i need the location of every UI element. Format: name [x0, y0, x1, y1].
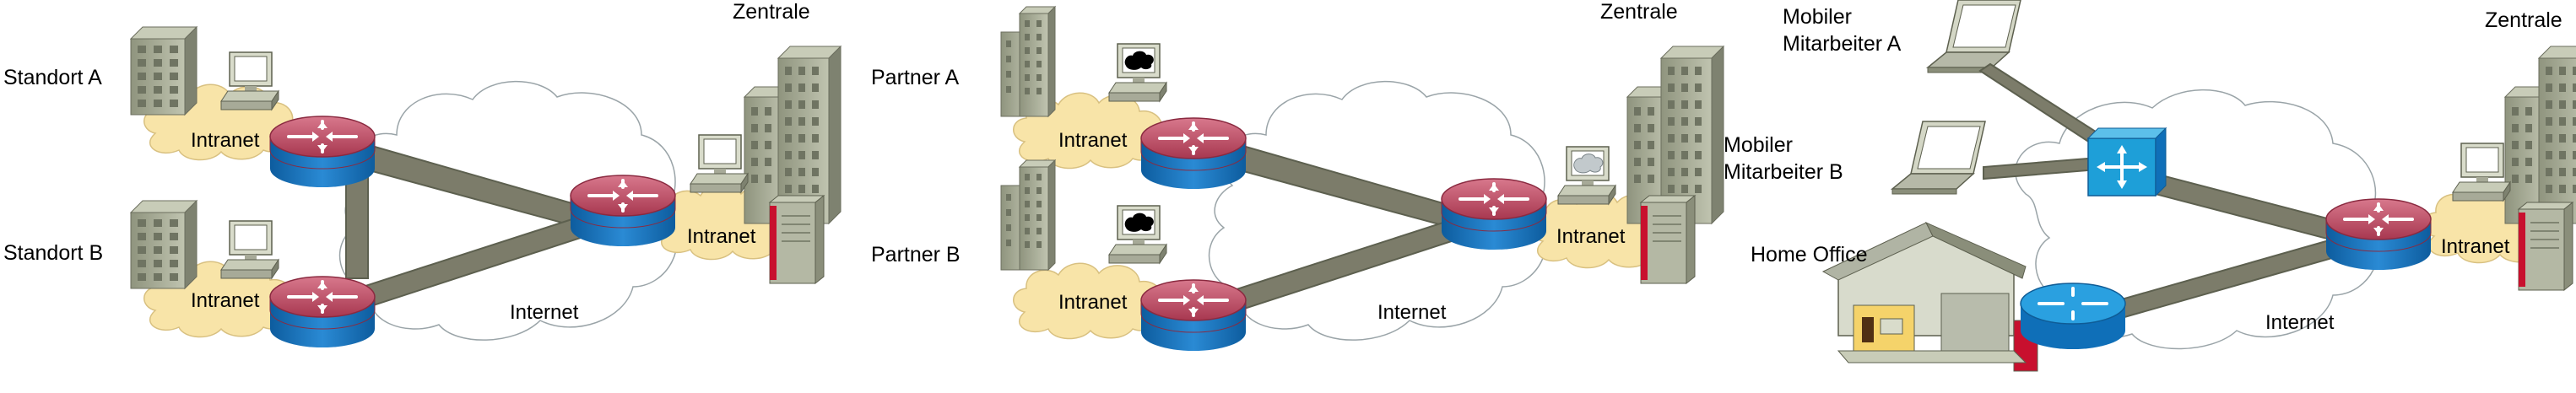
router-icon [1139, 116, 1247, 191]
zentrale-label: Zentrale [733, 0, 810, 24]
intranet-label: Intranet [191, 129, 260, 152]
panel-extranet: Zentrale Partner A Partner B Mobiler Mit… [871, 0, 1843, 353]
vpn-concentrator-icon [2086, 127, 2167, 197]
building-icon [1000, 6, 1056, 117]
router-icon [268, 275, 376, 349]
pc-dark-icon [1108, 205, 1167, 264]
pc-icon [220, 51, 279, 110]
mitarbeiter-b-label: Mitarbeiter B [1724, 160, 1843, 184]
partner-a-label: Partner A [871, 66, 960, 89]
vpn-tunnel [345, 168, 369, 279]
intranet-label: Intranet [1058, 291, 1128, 314]
panel-remote-access: Mobiler Mitarbeiter A Zentrale Home Offi… [1751, 0, 2576, 372]
intranet-label: Intranet [687, 225, 756, 248]
intranet-label: Intranet [2441, 235, 2510, 258]
router-icon [2324, 197, 2433, 272]
server-icon [1640, 195, 1696, 284]
server-icon [769, 195, 825, 284]
pc-icon [220, 220, 279, 279]
building-icon [1000, 159, 1056, 271]
zentrale-label: Zentrale [2485, 8, 2562, 32]
building-icon [130, 26, 198, 116]
internet-label: Internet [510, 301, 579, 324]
pc-icon [690, 134, 749, 193]
pc-dark-icon [1108, 43, 1167, 102]
mitarbeiter-a-label: Mitarbeiter A [1783, 32, 1902, 56]
laptop-icon [1891, 121, 1986, 195]
router-icon [2019, 282, 2127, 351]
laptop-icon [1927, 0, 2021, 73]
house-icon [1821, 221, 2038, 372]
building-icon [2504, 46, 2576, 224]
zentrale-label: Zentrale [1600, 0, 1678, 24]
home-office-label: Home Office [1751, 243, 1867, 266]
standort-b-label: Standort B [3, 241, 103, 265]
pc-icon [2452, 143, 2511, 202]
router-icon [1139, 278, 1247, 353]
internet-label: Internet [2265, 311, 2335, 334]
intranet-label: Intranet [1556, 225, 1626, 248]
mobiler-label: Mobiler [1724, 133, 1793, 157]
router-icon [569, 174, 677, 248]
standort-a-label: Standort A [3, 66, 102, 89]
pc-cloud-icon [1557, 146, 1616, 205]
intranet-label: Intranet [191, 289, 260, 312]
internet-label: Internet [1377, 301, 1447, 324]
intranet-label: Intranet [1058, 129, 1128, 152]
partner-b-label: Partner B [871, 243, 961, 266]
router-icon [1440, 177, 1548, 251]
server-icon [2518, 202, 2573, 291]
router-icon [268, 115, 376, 189]
panel-site-to-site: Zentrale Standort A Standort B Intranet … [3, 0, 842, 349]
mobiler-label: Mobiler [1783, 5, 1852, 29]
building-icon [130, 200, 198, 289]
